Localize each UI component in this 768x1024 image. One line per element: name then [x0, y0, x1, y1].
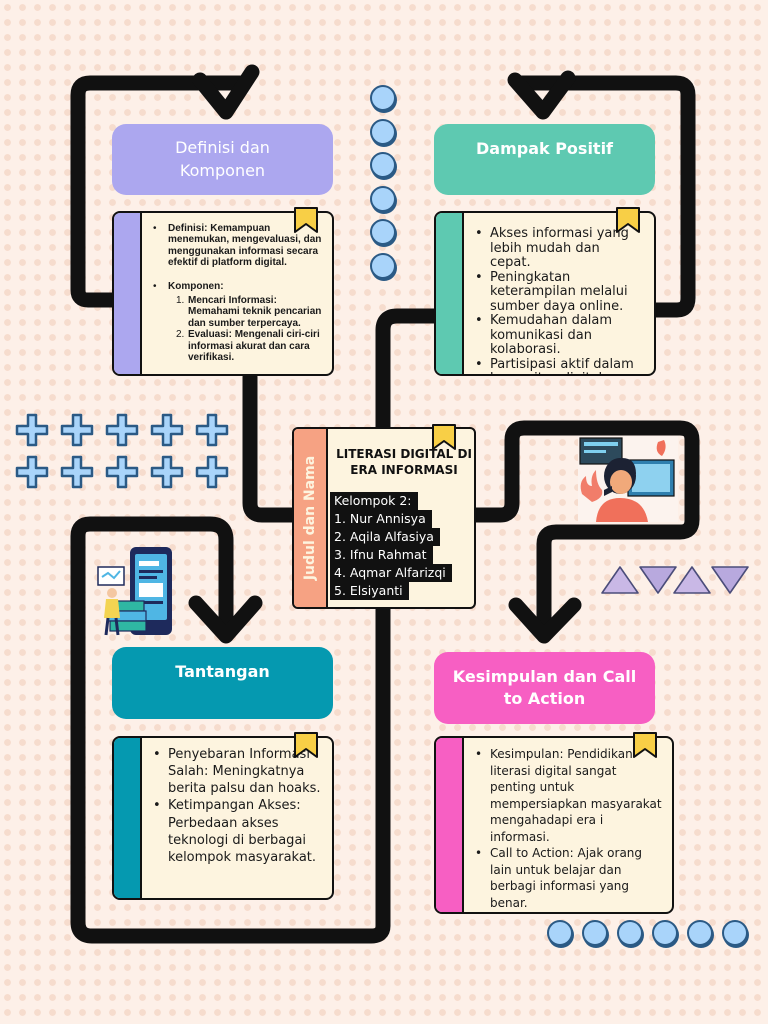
bookmark-icon: [616, 207, 640, 233]
komponen-num: 1.: [176, 294, 185, 306]
definisi-card-strip: [114, 213, 142, 374]
bubble-icon: [370, 253, 396, 279]
komponen-sublist: 1. Mencari Informasi: Memahami teknik pe…: [176, 295, 322, 363]
positif-item: Akses informasi yang lebih mudah dan cep…: [472, 226, 644, 271]
komponen-sublabel: Mencari Informasi:: [188, 294, 277, 306]
arrow-kesimpulan: [508, 597, 582, 644]
triangle-icon: [601, 566, 749, 594]
bookmark-icon: [294, 207, 318, 233]
plus-icon: [105, 413, 139, 447]
member-item: 5. Elsiyanti: [330, 582, 409, 600]
connector-center-positif: [375, 308, 445, 435]
definisi-list: Definisi: Kemampuan menemukan, mengevalu…: [150, 223, 322, 269]
komponen-sublabel: Evaluasi:: [188, 329, 232, 341]
tantangan-header: Tantangan: [112, 647, 333, 719]
plus-icon: [60, 455, 94, 489]
bookmark-icon: [294, 732, 318, 758]
komponen-label: Komponen:: [168, 280, 224, 292]
definisi-header-text: Definisi dan Komponen: [175, 138, 270, 180]
bubble-icon: [370, 186, 396, 212]
plus-icon: [150, 413, 184, 447]
definisi-card: Definisi: Kemampuan menemukan, mengevalu…: [112, 211, 334, 376]
positif-item: Kemudahan dalam komunikasi dan kolaboras…: [472, 314, 644, 358]
bubble-icon: [582, 920, 608, 946]
positif-header-text: Dampak Positif: [475, 139, 614, 159]
plus-icon: [15, 413, 49, 447]
definisi-label: Definisi:: [168, 223, 208, 234]
definisi-text: Kemampuan menemukan, mengevaluasi, dan m…: [168, 223, 322, 269]
positif-header: Dampak Positif: [434, 124, 655, 195]
center-strip: Judul dan Nama: [294, 429, 328, 607]
positif-card: Akses informasi yang lebih mudah dan cep…: [434, 211, 656, 376]
connector-center-definisi: [242, 369, 300, 523]
tantangan-list: Penyebaran Informasi Salah: Meningkatnya…: [150, 746, 322, 866]
streamer-illustration: [578, 436, 678, 522]
phone-data-illustration: [97, 547, 172, 636]
plus-icon: [60, 413, 94, 447]
tantangan-card: Penyebaran Informasi Salah: Meningkatnya…: [112, 736, 334, 900]
definisi-header: Definisi dan Komponen: [112, 124, 333, 195]
bubble-icon: [370, 152, 396, 178]
bookmark-icon: [432, 424, 456, 450]
bubble-icon: [370, 85, 396, 111]
arrow-tantangan: [188, 595, 263, 644]
definisi-item: Definisi: Kemampuan menemukan, mengevalu…: [150, 223, 322, 269]
komponen-subtext: Mengenali ciri-ciri informasi akurat dan…: [188, 329, 320, 363]
member-item: 4. Aqmar Alfarizqi: [330, 564, 452, 582]
bookmark-icon: [633, 732, 657, 758]
kesimpulan-item: Call to Action: Ajak orang lain untuk be…: [472, 845, 662, 911]
kesimpulan-header-text: Kesimpulan dan Call to Action: [452, 666, 637, 708]
bubble-icon: [687, 920, 713, 946]
kesimpulan-card: Kesimpulan: Pendidikan literasi digital …: [434, 736, 674, 914]
member-list: Kelompok 2: 1. Nur Annisya 2. Aqila Alfa…: [330, 492, 475, 600]
bubble-icon: [370, 119, 396, 145]
plus-icon: [15, 455, 49, 489]
bubble-icon: [722, 920, 748, 946]
tantangan-card-strip: [114, 738, 142, 898]
plus-icon: [105, 455, 139, 489]
kesimpulan-header: Kesimpulan dan Call to Action: [434, 652, 655, 724]
member-item: 3. Ifnu Rahmat: [330, 546, 433, 564]
tantangan-item: Penyebaran Informasi Salah: Meningkatnya…: [150, 746, 322, 797]
kesimpulan-item: Kesimpulan: Pendidikan literasi digital …: [472, 746, 662, 845]
tantangan-header-text: Tantangan: [175, 661, 270, 681]
tantangan-item: Ketimpangan Akses: Perbedaan akses tekno…: [150, 797, 322, 866]
komponen-subtext: Memahami teknik pencarian dan sumber ter…: [188, 306, 322, 329]
bubble-icon: [652, 920, 678, 946]
bubble-icon: [547, 920, 573, 946]
plus-icon: [195, 413, 229, 447]
plus-icon: [195, 455, 229, 489]
positif-list: Akses informasi yang lebih mudah dan cep…: [472, 226, 644, 374]
member-item: 2. Aqila Alfasiya: [330, 528, 440, 546]
positif-item: Peningkatan keterampilan melalui sumber …: [472, 270, 644, 315]
arrow-top-left: [192, 64, 260, 120]
komponen-subitem: 1. Mencari Informasi: Memahami teknik pe…: [176, 295, 322, 329]
kesimpulan-card-strip: [436, 738, 464, 912]
member-heading: Kelompok 2:: [330, 492, 418, 510]
bubble-icon: [370, 219, 396, 245]
plus-icon: [150, 455, 184, 489]
komponen-item: Komponen: 1. Mencari Informasi: Memahami…: [150, 281, 322, 364]
member-item: 1. Nur Annisya: [330, 510, 432, 528]
center-title: LITERASI DIGITAL DI ERA INFORMASI: [336, 447, 472, 477]
komponen-num: 2.: [176, 329, 185, 341]
bubble-icon: [617, 920, 643, 946]
center-vertical-label: Judul dan Nama: [302, 455, 318, 581]
positif-item: Partisipasi aktif dalam komunitas digita…: [472, 357, 644, 374]
komponen-list: Komponen: 1. Mencari Informasi: Memahami…: [150, 281, 322, 364]
positif-card-strip: [436, 213, 464, 374]
arrow-top-right: [507, 70, 576, 120]
kesimpulan-list: Kesimpulan: Pendidikan literasi digital …: [472, 746, 662, 911]
komponen-subitem: 2. Evaluasi: Mengenali ciri-ciri informa…: [176, 329, 322, 363]
